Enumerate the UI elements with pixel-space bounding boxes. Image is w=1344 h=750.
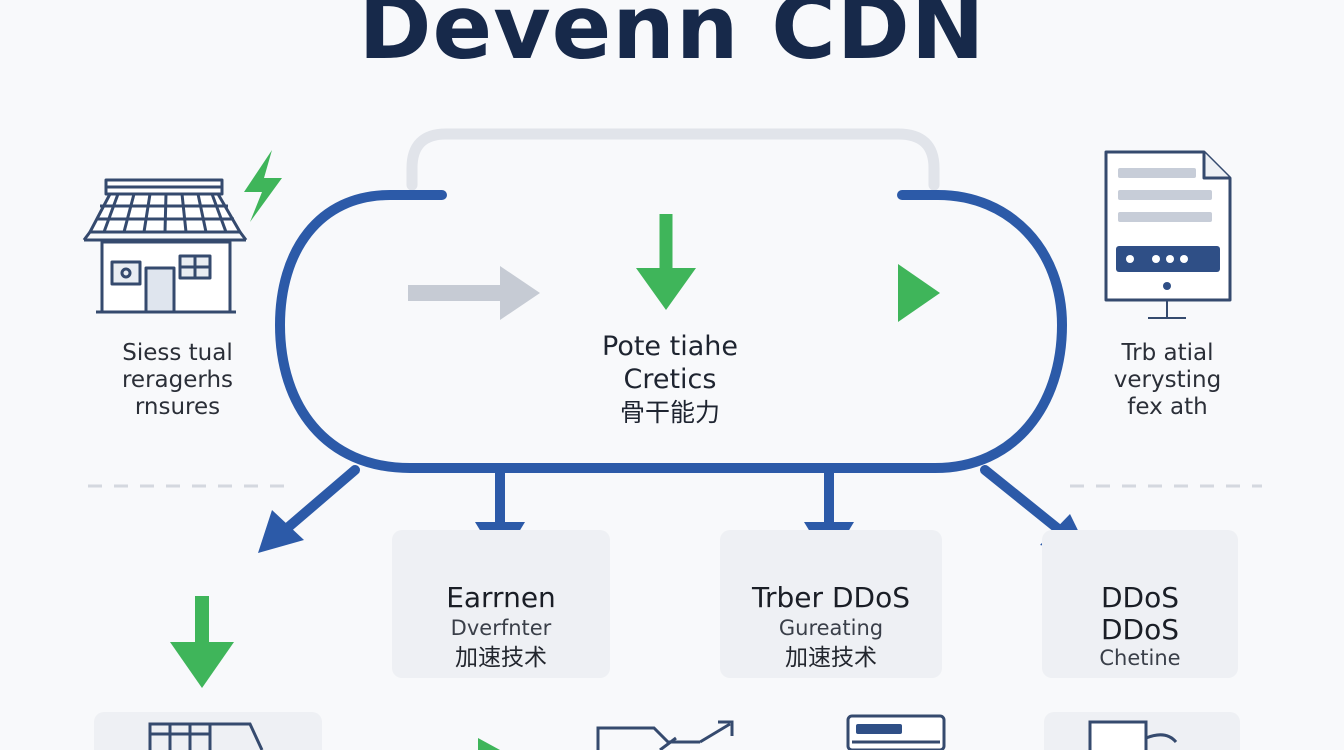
card-earrnen-subtitle: Dverfnter (450, 616, 552, 640)
card-ddos-title: DDoS (1100, 581, 1180, 614)
main-loop (274, 190, 1068, 473)
card-trber-ddos-subtitle: Gureating (778, 616, 884, 640)
green-right-arrow (808, 264, 940, 322)
left-label: Siess tual reragerhs rnsures (90, 340, 265, 421)
card-ddos-text: DDoS DDoS Chetine (1042, 582, 1238, 673)
house-icon (82, 178, 248, 314)
center-label: Pote tiahe Cretics 骨干能力 (560, 330, 780, 429)
right-label: Trb atial verysting fex ath (1080, 340, 1255, 421)
card-trber-ddos (720, 530, 942, 678)
page-title: Devenn CDN (358, 0, 986, 79)
green-down-arrow-bottom (170, 596, 234, 688)
card-trber-ddos-caption: 加速技术 (785, 645, 877, 671)
left-label-line1: Siess tual (122, 340, 233, 366)
left-label-line3: rnsures (134, 394, 221, 420)
card-ddos-title2: DDoS (1100, 613, 1180, 646)
green-down-arrow-center (636, 214, 696, 310)
gray-right-arrow (408, 266, 540, 320)
right-label-line1: Trb atial (1121, 340, 1214, 366)
card-ddos (1042, 530, 1238, 678)
card-earrnen-title: Earrnen (446, 581, 556, 614)
right-label-line2: verysting (1113, 367, 1222, 393)
card-trber-ddos-title: Trber DDoS (752, 581, 910, 614)
card-earrnen-caption: 加速技术 (455, 645, 547, 671)
bottom-box-icon (1044, 712, 1240, 750)
left-label-line2: reragerhs (121, 367, 233, 393)
card-trber-ddos-text: Trber DDoS Gureating 加速技术 (720, 582, 942, 673)
card-ddos-caption: Chetine (1099, 646, 1181, 670)
center-label-line1: Pote tiahe (602, 331, 738, 362)
bottom-green-arrow (478, 738, 500, 750)
center-label-line3: 骨干能力 (619, 398, 720, 427)
document-icon (1104, 150, 1232, 319)
center-label-line2: Cretics (623, 364, 717, 395)
bottom-network-icon (596, 720, 734, 750)
bottom-server-icon-2 (846, 714, 946, 750)
right-label-line3: fex ath (1127, 394, 1208, 420)
lightning-icon (244, 150, 282, 222)
card-earrnen (392, 530, 610, 678)
top-gray-bracket (406, 128, 940, 191)
blue-diagonal-arrow-left (258, 465, 360, 553)
bottom-server-icon-1 (94, 712, 322, 750)
card-earrnen-text: Earrnen Dverfnter 加速技术 (392, 582, 610, 673)
